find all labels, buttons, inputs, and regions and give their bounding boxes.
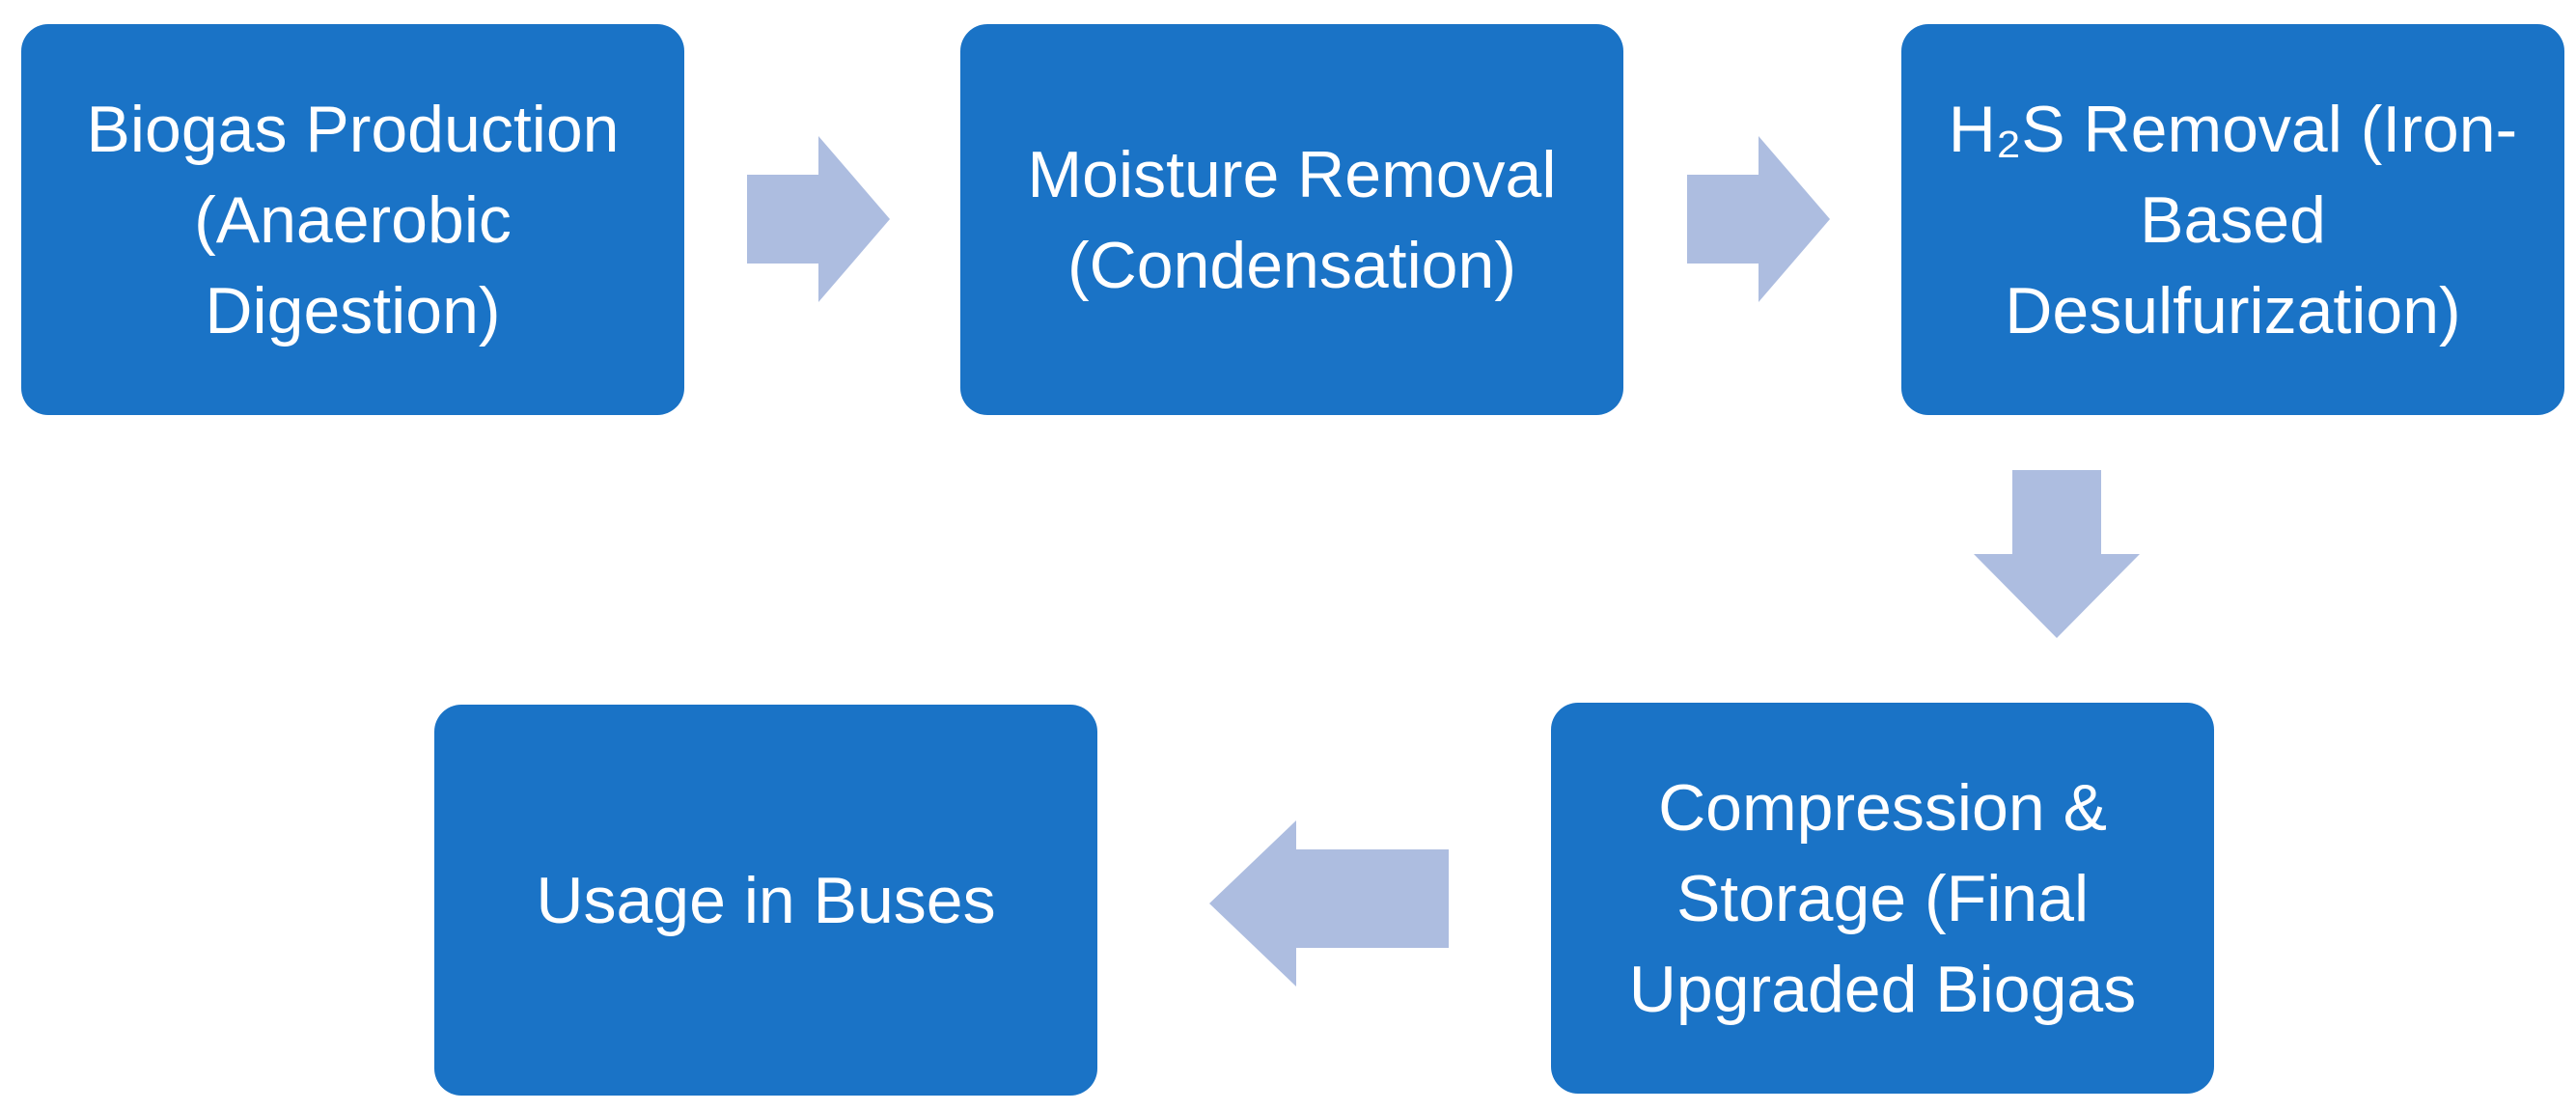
node-label-moisture-removal: Moisture Removal (Condensation) [1027, 137, 1557, 302]
node-label-h2s-removal: H₂S Removal (Iron-Based Desulfurization) [1948, 92, 2518, 347]
node-label-biogas-production: Biogas Production (Anaerobic Digestion) [86, 92, 620, 347]
arrow-shape [1687, 136, 1830, 302]
node-compression-storage: Compression & Storage (Final Upgraded Bi… [1551, 703, 2214, 1094]
arrow-shape [1974, 470, 2140, 638]
node-moisture-removal: Moisture Removal (Condensation) [960, 24, 1623, 415]
node-h2s-removal: H₂S Removal (Iron-Based Desulfurization) [1901, 24, 2564, 415]
arrow-shape [747, 136, 890, 302]
arrow-shape [1209, 820, 1449, 986]
node-label-usage-in-buses: Usage in Buses [536, 863, 996, 937]
arrow-right-icon [1687, 136, 1830, 302]
arrow-right-icon [747, 136, 890, 302]
node-usage-in-buses: Usage in Buses [434, 705, 1097, 1096]
node-biogas-production: Biogas Production (Anaerobic Digestion) [21, 24, 684, 415]
node-label-compression-storage: Compression & Storage (Final Upgraded Bi… [1628, 770, 2137, 1026]
arrow-down-icon [1974, 470, 2140, 638]
arrow-left-icon [1209, 820, 1449, 986]
